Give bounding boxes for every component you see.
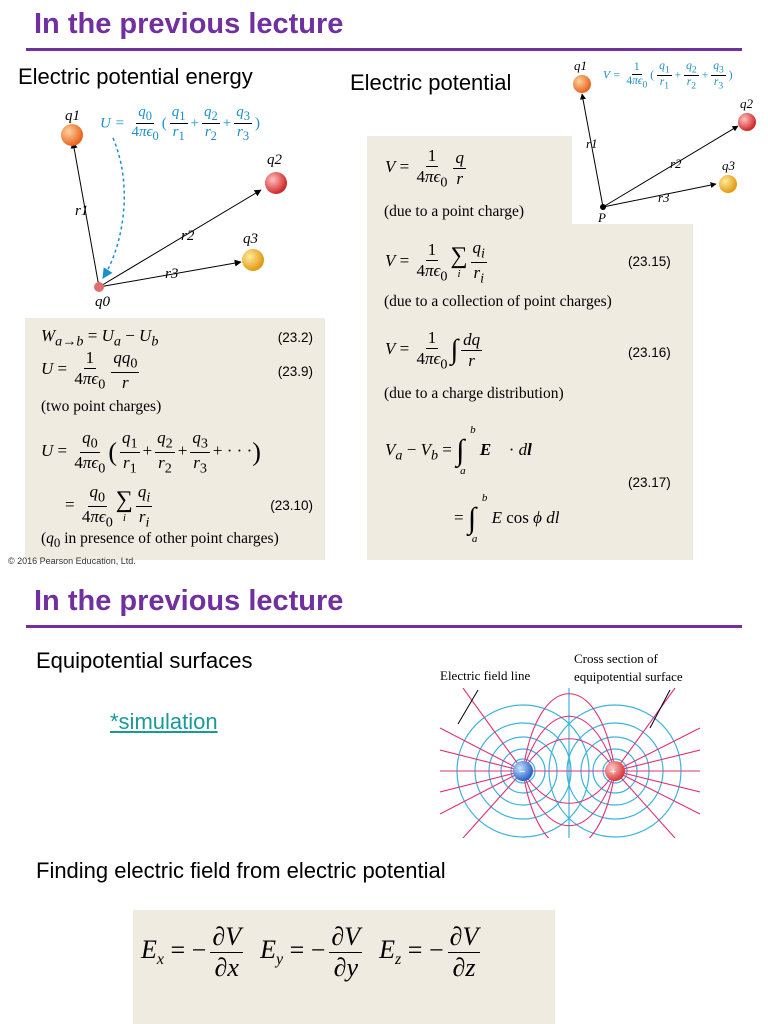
label-q1: q1 [65,108,80,124]
heading-potential-energy: Electric potential energy [18,64,253,89]
note-distribution: (due to a charge distribution) [384,385,564,402]
positive-charge [605,761,625,781]
heading-equipotential: Equipotential surfaces [36,648,253,673]
label-field-line: Electric field line [440,668,531,683]
eq-work: Wa→b = Ua − Ub [41,326,159,350]
title-rule [26,625,742,628]
charge-q2 [738,113,756,131]
heading-finding-field: Finding electric field from electric pot… [36,858,446,883]
label-q0: q0 [95,294,111,310]
eq-number-23-10: (23.10) [270,498,313,513]
eq-number-23-15: (23.15) [628,254,671,269]
note-q0-presence: (q0 in presence of other point charges) [41,530,279,551]
eq-number-23-16: (23.16) [628,345,671,360]
dipole-field-figure: − + [440,688,700,838]
label-q2: q2 [267,152,283,168]
charge-q1 [61,124,83,146]
copyright: © 2016 Pearson Education, Ltd. [8,556,136,566]
charge-q1 [573,75,591,93]
potential-equations [367,224,693,560]
heading-electric-potential: Electric potential [350,70,512,95]
potential-equations-top [367,136,572,226]
slide2-title: In the previous lecture [34,585,344,617]
label-q2: q2 [740,96,754,111]
eq-Ecosphi: = b∫a E cos ϕ dl [454,492,560,545]
note-point-charge: (due to a point charge) [384,203,525,220]
label-r3: r3 [165,266,178,282]
label-r2: r2 [181,228,195,244]
charge-q3 [242,249,264,271]
potential-energy-diagram: q1 q2 q3 q0 r1 r2 r3 [61,108,287,310]
point-P [600,204,606,210]
eq-Va-Vb: Va − Vb = b∫a E⃗ · dl⃗ [385,424,546,477]
label-P: P [597,210,606,225]
label-r3: r3 [658,190,670,205]
charge-q0 [94,282,104,292]
electric-potential-diagram: q1 q2 q3 P r1 r2 r3 [573,58,756,225]
charge-q3 [719,175,737,193]
simulation-link[interactable]: *simulation [110,709,218,734]
title-rule [26,48,742,51]
eq-number-23-9: (23.9) [277,364,313,379]
label-r2: r2 [670,156,682,171]
eq-number-23-2: (23.2) [277,330,313,345]
label-cross-section: Cross section of equipotential surface [574,651,683,684]
eq-number-23-17: (23.17) [628,475,671,490]
negative-charge [513,761,533,781]
label-r1: r1 [75,203,88,219]
slide1-title: In the previous lecture [34,8,344,40]
eq-gradient-components: Ex = −∂V∂x Ey = −∂V∂y Ez = −∂V∂z [141,922,481,982]
label-q3: q3 [243,231,258,247]
field-from-potential-equations: Ex = −∂V∂x Ey = −∂V∂y Ez = −∂V∂z [133,910,555,1024]
note-two-point-charges: (two point charges) [41,398,162,415]
note-collection: (due to a collection of point charges) [384,293,612,310]
label-q3: q3 [722,158,736,173]
charge-q2 [265,172,287,194]
label-q1: q1 [574,58,587,73]
svg-text:+: + [610,766,616,778]
label-r1: r1 [586,136,598,151]
svg-text:−: − [519,766,525,778]
